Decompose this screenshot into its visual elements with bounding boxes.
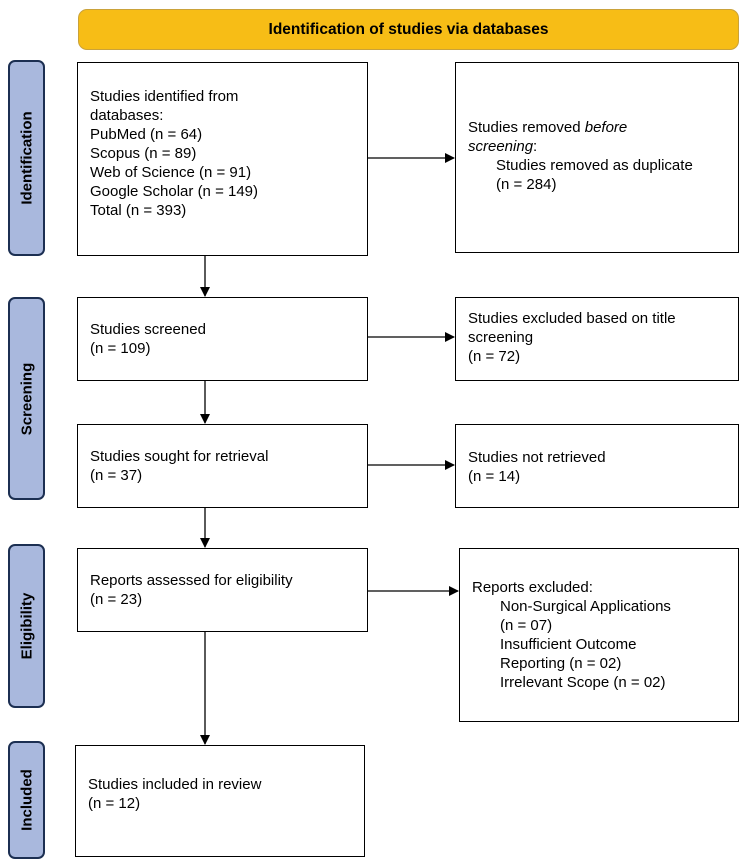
screened-line: Studies screened	[90, 321, 206, 338]
box-reports-assessed: Reports assessed for eligibility (n = 23…	[77, 548, 368, 632]
included-line: (n = 12)	[88, 795, 141, 812]
box-excluded-title: Studies excluded based on title screenin…	[455, 297, 739, 381]
excluded-title-line: (n = 72)	[468, 348, 521, 365]
box-studies-included: Studies included in review (n = 12)	[75, 745, 365, 857]
identified-line: Google Scholar (n = 149)	[90, 183, 259, 200]
reports-excluded-title: Reports excluded:	[472, 579, 593, 596]
removed-sub-line: Studies removed as duplicate	[496, 157, 693, 174]
box-not-retrieved: Studies not retrieved (n = 14)	[455, 424, 739, 508]
removed-italic: before	[584, 119, 628, 136]
not-retrieved-line: (n = 14)	[468, 468, 521, 485]
phase-included: Included	[8, 741, 45, 859]
included-line: Studies included in review	[88, 776, 262, 793]
sought-line: (n = 37)	[90, 467, 143, 484]
reports-excluded-item: Irrelevant Scope (n = 02)	[500, 674, 666, 691]
reports-excluded-item: Reporting (n = 02)	[500, 655, 622, 672]
not-retrieved-line: Studies not retrieved	[468, 449, 606, 466]
identified-line: Total (n = 393)	[90, 202, 187, 219]
phase-screening: Screening	[8, 297, 45, 500]
removed-italic: screening	[468, 138, 534, 155]
excluded-title-line: screening	[468, 329, 534, 346]
phase-eligibility: Eligibility	[8, 544, 45, 708]
box-studies-identified: Studies identified from databases: PubMe…	[77, 62, 368, 256]
reports-excluded-item: Insufficient Outcome	[500, 636, 637, 653]
box-studies-sought: Studies sought for retrieval (n = 37)	[77, 424, 368, 508]
phase-identification: Identification	[8, 60, 45, 256]
identified-line: databases:	[90, 107, 164, 124]
box-studies-removed: Studies removed before screening: Studie…	[455, 62, 739, 253]
box-reports-excluded: Reports excluded: Non-Surgical Applicati…	[459, 548, 739, 722]
header-title: Identification of studies via databases	[268, 20, 549, 38]
assessed-line: Reports assessed for eligibility	[90, 572, 293, 589]
assessed-line: (n = 23)	[90, 591, 143, 608]
header-banner: Identification of studies via databases	[78, 9, 739, 50]
removed-sub-line: (n = 284)	[496, 176, 557, 193]
identified-line: Web of Science (n = 91)	[90, 164, 252, 181]
removed-text: :	[533, 138, 538, 155]
sought-line: Studies sought for retrieval	[90, 448, 269, 465]
removed-text: Studies removed	[468, 119, 585, 136]
reports-excluded-item: Non-Surgical Applications	[500, 598, 671, 615]
removed-line: screening:	[468, 137, 726, 156]
removed-line: Studies removed before	[468, 118, 726, 137]
reports-excluded-item: (n = 07)	[500, 617, 553, 634]
box-studies-screened: Studies screened (n = 109)	[77, 297, 368, 381]
excluded-title-line: Studies excluded based on title	[468, 310, 676, 327]
screened-line: (n = 109)	[90, 340, 151, 357]
identified-line: Studies identified from	[90, 88, 239, 105]
identified-line: PubMed (n = 64)	[90, 126, 203, 143]
identified-line: Scopus (n = 89)	[90, 145, 197, 162]
